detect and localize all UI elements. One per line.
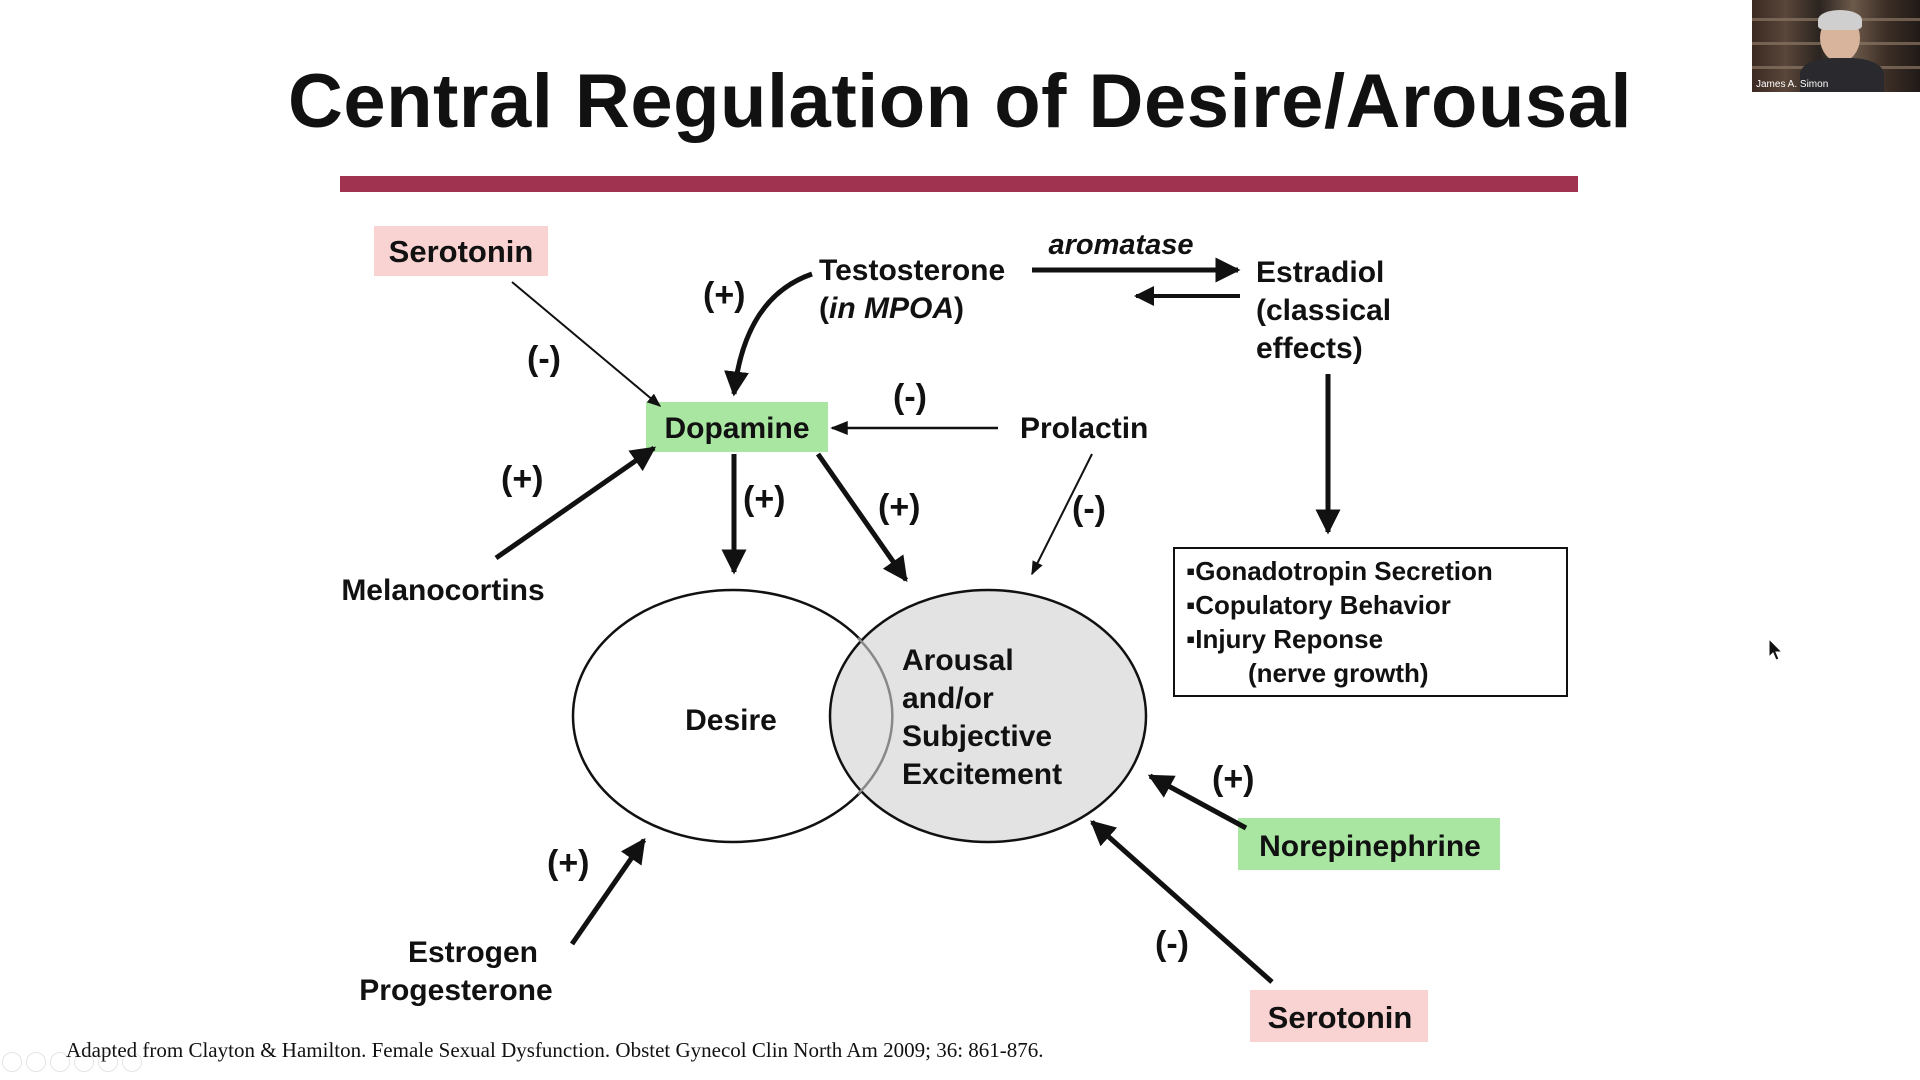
testosterone-label: Testosterone (819, 254, 1005, 287)
slide-title: Central Regulation of Desire/Arousal (287, 59, 1633, 144)
arrow-dopamine-to-arousal (815, 452, 909, 583)
citation: Adapted from Clayton & Hamilton. Female … (66, 1038, 1044, 1062)
arrow-testosterone-to-dopamine (724, 271, 813, 397)
prolactin-label: Prolactin (1020, 412, 1148, 445)
norepinephrine-box (1238, 818, 1500, 870)
sign-prolactin-to-dopamine: (-) (893, 378, 927, 416)
desire-label: Desire (685, 704, 777, 737)
presenter-body (1800, 58, 1884, 92)
sign-serotonin-to-arousal: (-) (1155, 925, 1189, 963)
sign-testosterone-to-dopamine: (+) (703, 276, 746, 314)
serotonin-top-box (374, 226, 548, 276)
melanocortins-label: Melanocortins (341, 574, 544, 607)
estradiol-label-line2: (classical (1256, 294, 1391, 327)
title-underline-bar (340, 176, 1578, 192)
grid-icon[interactable] (98, 1052, 118, 1072)
sign-prolactin-to-arousal: (-) (1072, 490, 1106, 528)
arrow-serotonin-to-arousal (1090, 820, 1274, 984)
norepinephrine-label: Norepinephrine (1259, 830, 1481, 863)
effects-item-nerve-growth: (nerve growth) (1248, 658, 1429, 688)
estradiol-label-line3: effects) (1256, 332, 1363, 365)
sign-melanocortins-to-dopamine: (+) (501, 460, 544, 498)
progesterone-label: Progesterone (359, 974, 552, 1007)
estrogen-label: Estrogen (408, 936, 538, 969)
arousal-label-line2: and/or (902, 682, 994, 715)
arousal-label-line3: Subjective (902, 720, 1052, 753)
sign-estrogen-to-desire: (+) (547, 844, 590, 882)
serotonin-bottom-box (1250, 990, 1428, 1042)
effects-item-copulatory: ▪Copulatory Behavior (1186, 590, 1451, 620)
arrow-norepinephrine-to-arousal (1147, 773, 1248, 831)
webcam-video-tile[interactable]: James A. Simon (1752, 0, 1920, 92)
sign-norepinephrine-to-arousal: (+) (1212, 760, 1255, 798)
sign-serotonin-to-dopamine: (-) (527, 340, 561, 378)
arousal-label-line1: Arousal (902, 644, 1014, 677)
effects-box (1173, 547, 1568, 697)
slide-toolbar (2, 1052, 142, 1076)
serotonin-top-label: Serotonin (389, 234, 534, 269)
desire-ellipse-overlap-edge (857, 637, 894, 795)
sign-dopamine-to-desire: (+) (743, 480, 786, 518)
search-icon[interactable] (74, 1052, 94, 1072)
serotonin-bottom-label: Serotonin (1268, 1000, 1413, 1035)
arrow-estrogen-to-desire (569, 837, 647, 946)
dopamine-label: Dopamine (664, 412, 809, 445)
presenter-name: James A. Simon (1756, 79, 1829, 90)
sign-dopamine-to-arousal: (+) (878, 488, 921, 526)
mouse-cursor-icon (1768, 638, 1784, 661)
arousal-label-line4: Excitement (902, 758, 1062, 791)
estradiol-label-line1: Estradiol (1256, 256, 1384, 289)
presenter-hair (1818, 10, 1862, 30)
in-mpoa-label: (in MPOA) (819, 292, 964, 325)
next-slide-icon[interactable] (26, 1052, 46, 1072)
arrow-serotonin-to-dopamine (511, 281, 662, 407)
arrow-prolactin-to-arousal (1031, 453, 1093, 576)
arrow-melanocortins-to-dopamine (494, 445, 657, 561)
aromatase-label: aromatase (1048, 229, 1193, 261)
pen-icon[interactable] (50, 1052, 70, 1072)
more-options-icon[interactable] (122, 1052, 142, 1072)
dopamine-box (646, 402, 828, 452)
effects-item-gonadotropin: ▪Gonadotropin Secretion (1186, 556, 1493, 586)
effects-item-injury: ▪Injury Reponse (1186, 624, 1383, 654)
prev-slide-icon[interactable] (2, 1052, 22, 1072)
arousal-ellipse (828, 588, 1148, 844)
